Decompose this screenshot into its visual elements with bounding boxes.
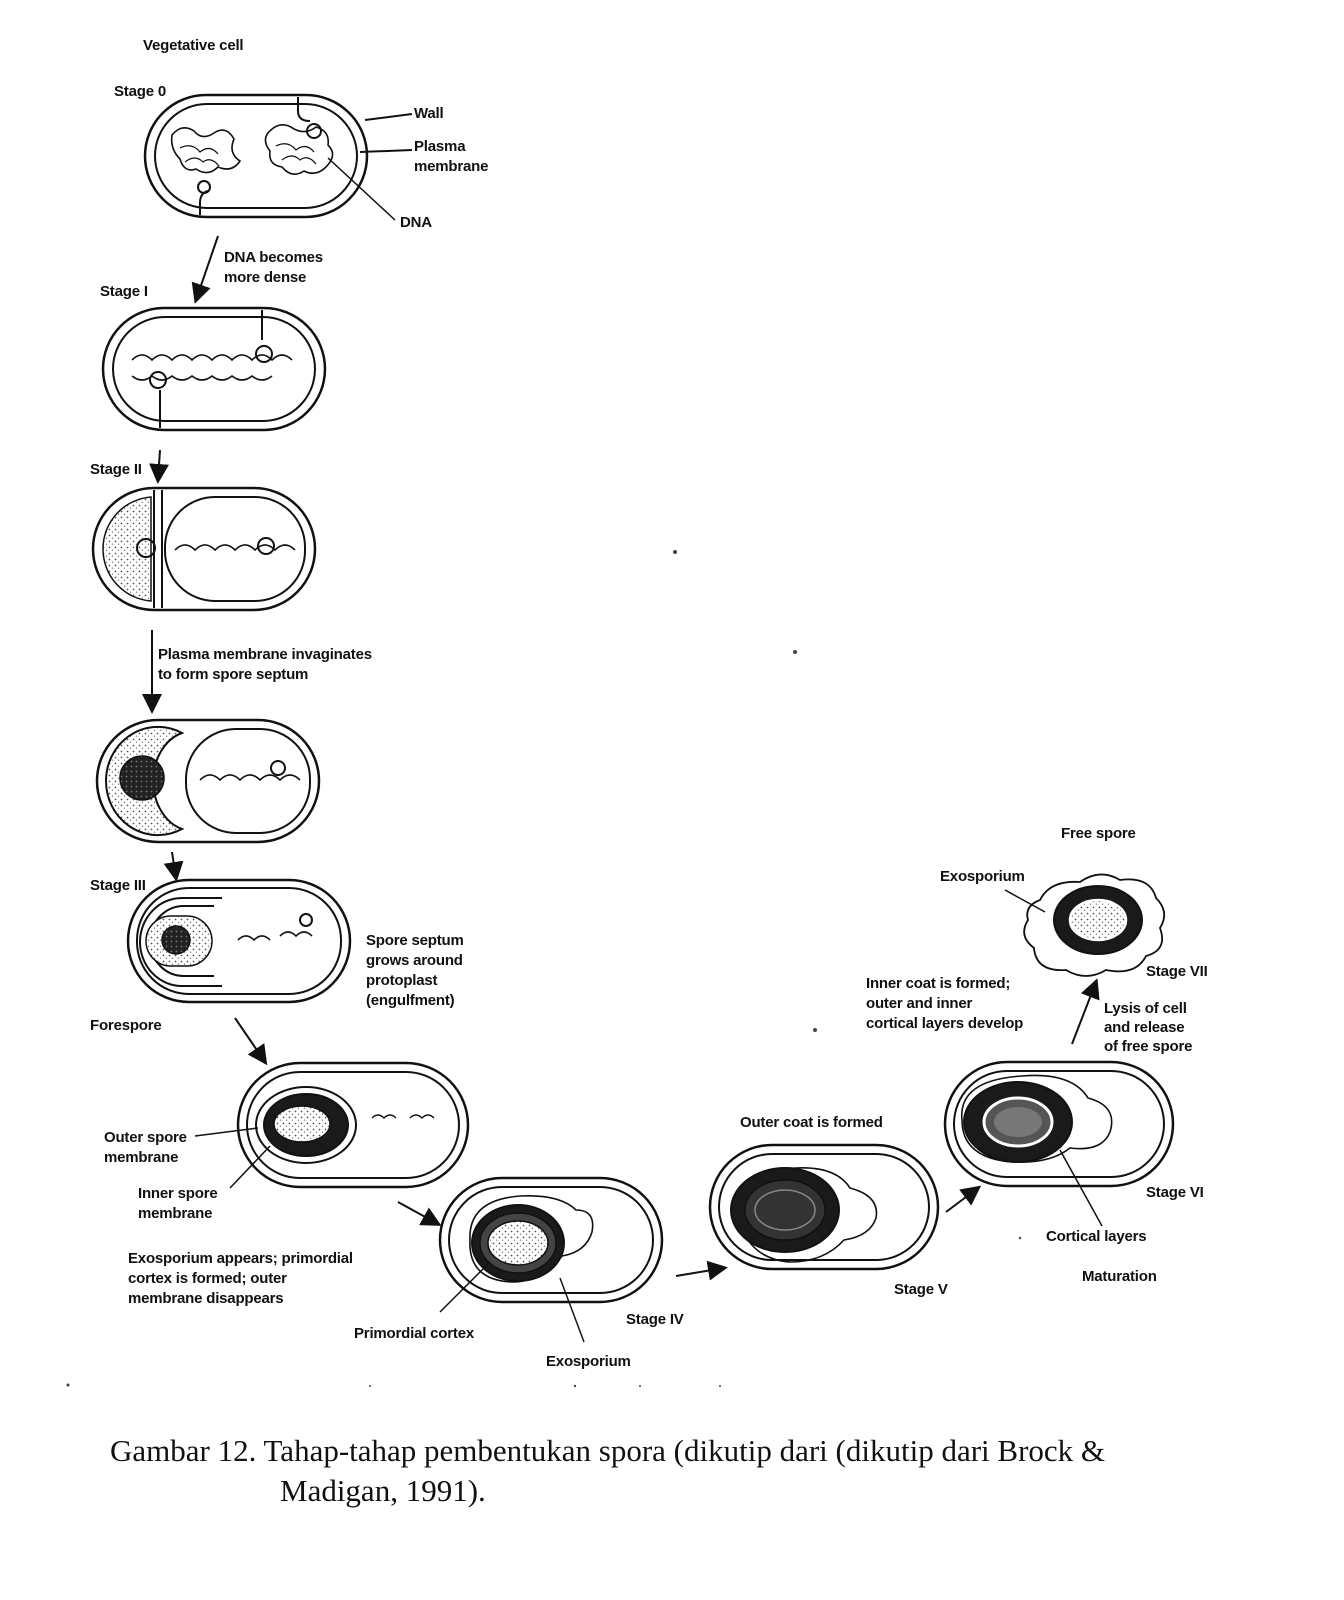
label-lysis-line3: of free spore xyxy=(1104,1038,1193,1055)
label-maturation: Maturation xyxy=(1082,1268,1157,1285)
label-cortical-layers: Cortical layers xyxy=(1046,1228,1147,1245)
label-stage-1: Stage I xyxy=(100,283,148,300)
label-inner-coat-line2: outer and inner xyxy=(866,995,973,1012)
label-outer-spore-line1: Outer spore xyxy=(104,1129,187,1146)
label-stage-5: Stage V xyxy=(894,1281,948,1298)
label-stage-2: Stage II xyxy=(90,461,142,478)
label-dna-dense-line1: DNA becomes xyxy=(224,249,323,266)
label-invaginates-line2: to form spore septum xyxy=(158,666,309,683)
septum-cell xyxy=(95,718,321,844)
forespore-cell xyxy=(194,1061,470,1189)
label-inner-coat-line3: cortical layers develop xyxy=(866,1015,1024,1032)
stage-2-cell xyxy=(91,486,317,612)
label-exo-appears-line1: Exosporium appears; primordial xyxy=(128,1250,353,1267)
stage-6-cell xyxy=(943,1060,1175,1227)
label-dna-dense-line2: more dense xyxy=(224,269,307,286)
label-primordial-cortex: Primordial cortex xyxy=(354,1325,474,1342)
label-septum-line2: grows around xyxy=(366,952,463,969)
label-stage-3: Stage III xyxy=(90,877,146,894)
label-outer-coat: Outer coat is formed xyxy=(740,1114,883,1131)
figure-caption-line2: Madigan, 1991). xyxy=(280,1473,486,1508)
label-lysis-line1: Lysis of cell xyxy=(1104,1000,1187,1017)
label-inner-spore-line2: membrane xyxy=(138,1205,213,1222)
figure-caption-line1: Gambar 12. Tahap-tahap pembentukan spora… xyxy=(110,1433,1106,1468)
label-lysis-line2: and release xyxy=(1104,1019,1185,1036)
scan-specks xyxy=(66,550,1022,1388)
label-septum-line4: (engulfment) xyxy=(366,992,455,1009)
label-vegetative-cell: Vegetative cell xyxy=(143,37,244,54)
stage-5-cell xyxy=(708,1143,940,1271)
label-exosporium-stage4: Exosporium xyxy=(546,1353,631,1370)
label-inner-coat-line1: Inner coat is formed; xyxy=(866,975,1011,992)
stage-3-cell xyxy=(126,878,352,1004)
label-septum-line3: protoplast xyxy=(366,972,438,989)
label-exosporium-stage7: Exosporium xyxy=(940,868,1025,885)
label-wall: Wall xyxy=(414,105,444,122)
label-free-spore: Free spore xyxy=(1061,825,1136,842)
label-stage-0: Stage 0 xyxy=(114,83,166,100)
label-invaginates-line1: Plasma membrane invaginates xyxy=(158,646,372,663)
label-stage-6: Stage VI xyxy=(1146,1184,1204,1201)
label-plasma-membrane-line1: Plasma xyxy=(414,138,466,155)
label-forespore: Forespore xyxy=(90,1017,162,1034)
label-plasma-membrane-line2: membrane xyxy=(414,158,489,175)
process-arrows xyxy=(142,113,1100,1281)
label-septum-line1: Spore septum xyxy=(366,932,464,949)
label-stage-7: Stage VII xyxy=(1146,963,1208,980)
label-exo-appears-line2: cortex is formed; outer xyxy=(128,1270,287,1287)
stage-4-cell xyxy=(438,1176,664,1343)
label-exo-appears-line3: membrane disappears xyxy=(128,1290,284,1307)
label-stage-4: Stage IV xyxy=(626,1311,684,1328)
stage-7-spore xyxy=(1004,873,1166,977)
label-outer-spore-line2: membrane xyxy=(104,1149,179,1166)
label-inner-spore-line1: Inner spore xyxy=(138,1185,218,1202)
stage-0-cell xyxy=(143,93,396,221)
label-dna: DNA xyxy=(400,214,432,231)
stage-1-cell xyxy=(101,306,327,432)
